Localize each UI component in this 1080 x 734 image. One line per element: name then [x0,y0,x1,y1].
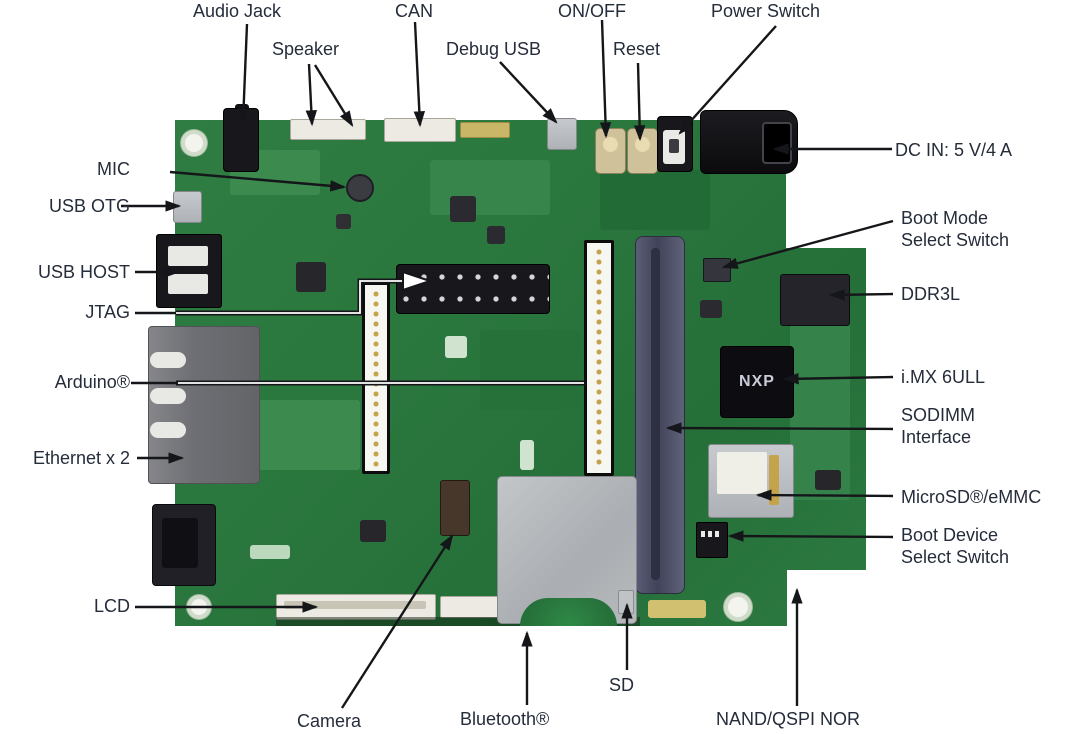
label-speaker: Speaker [272,39,340,59]
small-ic [336,214,351,229]
sodimm-slot [651,248,660,580]
pcb-texture [790,300,850,500]
label-mic: MIC [97,159,130,179]
sd-slot-cutout [520,598,617,626]
board-edge-shadow [276,617,640,626]
boot-device-switch-component [696,522,728,558]
small-ic [360,520,386,542]
lead-imx-6ull [782,373,894,385]
jtag-arrowhead [402,271,431,291]
arduino-header-right [584,240,614,476]
lead-boot-device [727,530,894,542]
lead-speaker-2 [313,64,354,127]
pcb-silkscreen [250,545,290,559]
lead-camera [340,534,454,709]
lead-ddr3l [828,289,894,301]
ddr3l-chip [780,274,850,326]
pcb-texture [480,330,580,410]
label-usb-host: USB HOST [37,262,130,282]
small-ic [487,226,505,244]
pin-column [595,247,603,469]
usb-host-port-top [168,246,208,266]
label-usb-otg: USB OTG [48,196,130,216]
lead-on-off [599,19,612,139]
label-power-switch: Power Switch [711,1,821,21]
mounting-hole [724,593,752,621]
cpu-marking: NXP [739,373,775,390]
label-camera: Camera [297,711,362,731]
lead-jtag-core [176,280,402,314]
label-sodimm-interface: SODIMM Interface [901,405,975,447]
mounting-hole [181,130,207,156]
arduino-header-left [362,282,390,474]
small-ic [815,470,841,490]
lead-jtag-outline [176,278,402,316]
label-ddr3l: DDR3L [901,284,961,304]
pcb-silkscreen [520,440,534,470]
power-switch-knob [669,139,679,153]
usb-host-port-bottom [168,274,208,294]
label-sticker [460,122,510,138]
lcd-connector-slot [284,601,426,609]
microsd-gold-contacts [769,455,779,505]
lead-speaker-1 [305,63,318,127]
mic-component [346,174,374,202]
lead-power-switch [678,25,777,135]
jtag-header [396,264,550,314]
camera-connector [440,480,470,536]
ethernet-latch [150,352,186,368]
label-bluetooth: Bluetooth® [460,709,550,729]
imx-6ull-chip: NXP [720,346,794,418]
sodimm-connector [635,236,685,594]
ethernet-latch [150,388,186,404]
lead-can [413,21,426,128]
lead-mic [169,170,347,192]
ethernet-latch [150,422,186,438]
label-audio-jack: Audio Jack [193,1,282,21]
microsd-card [717,452,767,494]
label-sd: SD [609,675,635,695]
small-ic [450,196,476,222]
lead-reset [633,62,646,142]
dc-in-jack-opening [762,122,792,164]
label-boot-mode-select-switch: Boot Mode Select Switch [901,208,1010,250]
pcb-texture [600,170,710,230]
lead-debug-usb [499,61,558,124]
label-reset: Reset [613,39,661,59]
label-imx-6ull: i.MX 6ULL [901,367,986,387]
label-boot-device-select-switch: Boot Device Select Switch [901,525,1010,567]
lead-microsd [755,489,894,501]
pin-column [372,289,380,467]
label-on-off: ON/OFF [558,1,626,21]
label-debug-usb: Debug USB [446,39,542,59]
gold-contact-strip [648,600,706,618]
lead-boot-mode [721,219,894,269]
lead-sodimm [665,422,894,434]
small-ic [700,300,722,318]
pcb-texture [250,400,360,470]
label-arduino: Arduino® [54,372,130,392]
label-can: CAN [395,1,434,21]
label-jtag: JTAG [85,302,130,322]
label-lcd: LCD [93,596,130,616]
label-dc-in: DC IN: 5 V/4 A [895,140,1013,160]
label-microsd-emmc: MicroSD®/eMMC [901,487,1042,507]
hdmi-opening [162,518,198,568]
lead-audio-jack [237,23,250,125]
label-nand-qspi-nor: NAND/QSPI NOR [716,709,861,729]
small-ic [296,262,326,292]
label-ethernet: Ethernet x 2 [32,448,130,468]
dip-switch-levers [701,531,721,537]
pcb-silkscreen [445,336,467,358]
